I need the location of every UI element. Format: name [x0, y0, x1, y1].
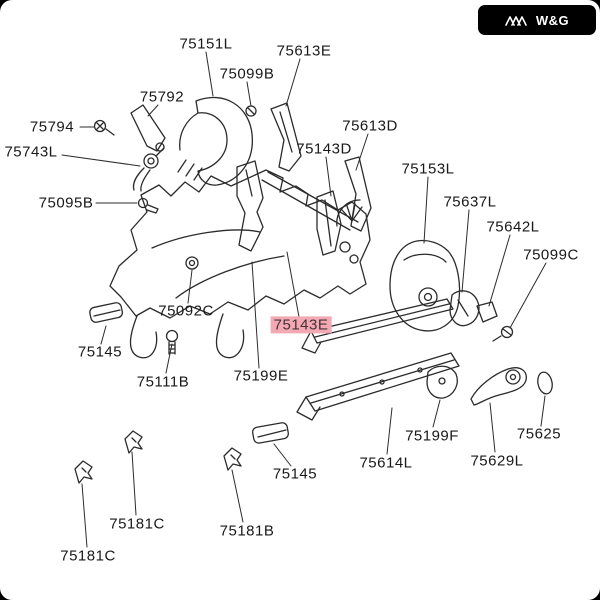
bolt-75794-drawing [93, 119, 115, 136]
part-label-75629l[interactable]: 75629L [470, 452, 524, 470]
clip-75181b-drawing [223, 447, 242, 471]
bracket-75642l-drawing [476, 301, 498, 323]
part-label-75145[interactable]: 75145 [272, 465, 318, 483]
lever-75792-drawing [130, 104, 166, 152]
seat-frame-drawing [109, 169, 371, 359]
part-label-75613d[interactable]: 75613D [342, 117, 398, 135]
pad-75145-left-drawing [89, 302, 124, 323]
part-label-75181c[interactable]: 75181C [60, 547, 116, 565]
leader-line-75099b [246, 81, 252, 107]
part-label-75199e[interactable]: 75199E [233, 367, 289, 385]
leader-line-75143e [286, 251, 300, 318]
part-label-75181b[interactable]: 75181B [219, 522, 275, 540]
bracket-75613d-drawing [344, 156, 372, 232]
bolt-75099b-drawing [245, 105, 257, 117]
part-label-75613e[interactable]: 75613E [276, 42, 332, 60]
part-label-75637l[interactable]: 75637L [443, 193, 497, 211]
leader-line-75111b [165, 343, 173, 374]
slide-rail-75614l-drawing [296, 352, 460, 421]
grommet-75092c-drawing [185, 256, 199, 270]
bracket-75613e-drawing [270, 102, 302, 172]
leader-line-75145 [100, 325, 107, 345]
leader-line-75613e [285, 58, 301, 107]
slide-rail-inner-drawing [301, 298, 454, 354]
handle-75637l-drawing [449, 290, 480, 327]
lever-75629l-drawing [470, 367, 527, 406]
leader-line-75181c [131, 451, 137, 516]
pad-75145-bottom-drawing [252, 422, 289, 444]
part-label-75151l[interactable]: 75151L [179, 35, 233, 53]
seatback-bracket-drawing [236, 160, 264, 252]
leader-line-75642l [488, 234, 511, 307]
leader-line-75099c [509, 262, 547, 329]
recliner-gear-drawing [336, 199, 363, 264]
part-label-75099c[interactable]: 75099C [523, 246, 579, 264]
part-label-75143e-highlighted[interactable]: 75143E [270, 316, 332, 334]
leader-line-75181c [81, 483, 88, 548]
part-label-75792[interactable]: 75792 [139, 88, 185, 106]
leader-line-75153l [423, 176, 429, 244]
assembly-75743l-drawing [132, 147, 165, 192]
bracket-75199f-drawing [426, 365, 458, 399]
clip-75181c-mid-drawing [124, 430, 143, 454]
leader-line-75181b [231, 469, 244, 523]
part-label-75092c[interactable]: 75092C [158, 302, 214, 320]
leader-line-75629l [489, 402, 496, 453]
leader-line-75151l [205, 51, 214, 97]
leader-line-75614l [386, 407, 393, 455]
leader-line-75199e [251, 261, 260, 369]
brand-badge: W&G [478, 5, 596, 35]
part-label-75625[interactable]: 75625 [516, 425, 562, 443]
bolt-75111b-drawing [165, 329, 179, 355]
part-label-75095b[interactable]: 75095B [38, 194, 94, 212]
part-label-75145[interactable]: 75145 [77, 343, 123, 361]
recliner-cover-drawing [177, 96, 253, 186]
connecting-rods-drawing [261, 171, 359, 231]
cap-75625-drawing [537, 371, 553, 395]
leader-line-75613d [355, 133, 369, 171]
part-label-75111b[interactable]: 75111B [136, 373, 190, 391]
part-label-75199f[interactable]: 75199F [405, 427, 459, 445]
part-label-75614l[interactable]: 75614L [359, 454, 413, 472]
brand-badge-text: W&G [535, 12, 570, 28]
leader-line-75145 [273, 443, 292, 467]
clip-75181c-bottom-drawing [74, 460, 93, 484]
leader-line-75625 [540, 395, 546, 427]
leader-lines-layer [61, 51, 547, 548]
part-label-75642l[interactable]: 75642L [486, 218, 540, 236]
leader-line-75199f [432, 399, 441, 428]
wg-logo-arrows-icon [505, 15, 527, 26]
leader-line-75792 [147, 104, 159, 117]
strap-75143d-drawing [316, 190, 342, 256]
leader-line-75092c [187, 269, 193, 304]
leader-line-75143d [325, 156, 332, 197]
part-label-75143d[interactable]: 75143D [296, 140, 352, 158]
screw-75095b-drawing [137, 197, 159, 214]
part-label-75099b[interactable]: 75099B [219, 65, 275, 83]
side-cover-75153l-drawing [389, 239, 461, 332]
part-label-75794[interactable]: 75794 [29, 118, 75, 136]
part-label-75181c[interactable]: 75181C [109, 515, 165, 533]
part-label-75153l[interactable]: 75153L [401, 160, 455, 178]
part-label-75743l[interactable]: 75743L [4, 143, 58, 161]
leader-line-75637l [461, 209, 470, 293]
screw-75099c-drawing [492, 325, 514, 342]
leader-line-75743l [61, 154, 141, 167]
